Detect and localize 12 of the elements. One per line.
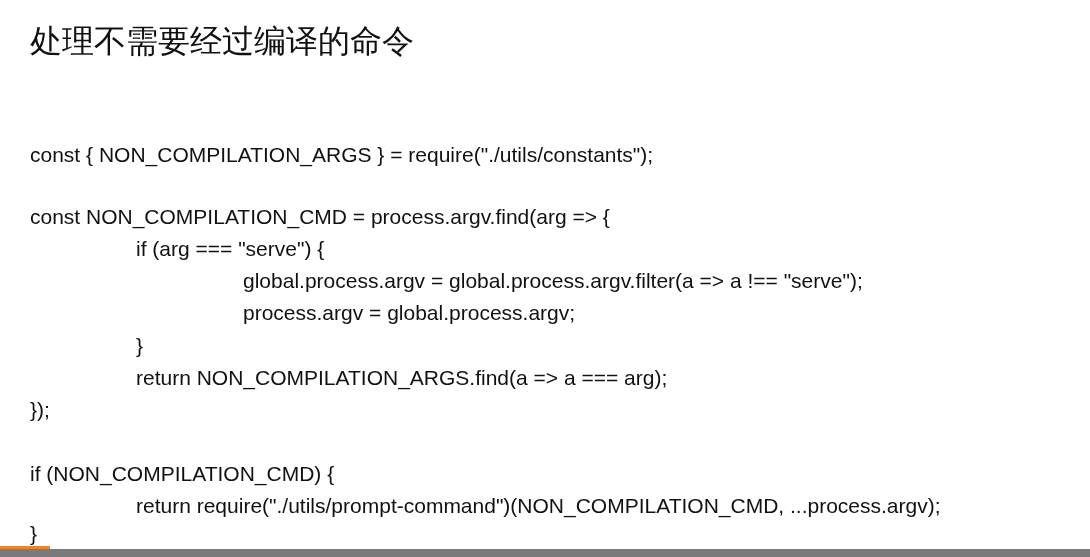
code-line: if (arg === "serve") { [136, 236, 325, 262]
code-line: const { NON_COMPILATION_ARGS } = require("./utils/constants"); [30, 142, 654, 168]
code-line: if (NON_COMPILATION_CMD) { [30, 461, 335, 487]
code-line: global.process.argv = global.process.argv.filter(a => a !== "serve"); [243, 268, 863, 294]
code-line: }); [30, 397, 50, 423]
code-line: } [136, 333, 143, 359]
slide-title: 处理不需要经过编译的命令 [30, 22, 414, 61]
code-line: process.argv = global.process.argv; [243, 300, 576, 326]
code-line: } [30, 521, 37, 547]
code-line: return require("./utils/prompt-command")(NON_COMPILATION_CMD, ...process.argv); [136, 493, 941, 519]
code-line: return NON_COMPILATION_ARGS.find(a => a === arg); [136, 365, 668, 391]
code-line: const NON_COMPILATION_CMD = process.argv.find(arg => { [30, 204, 610, 230]
